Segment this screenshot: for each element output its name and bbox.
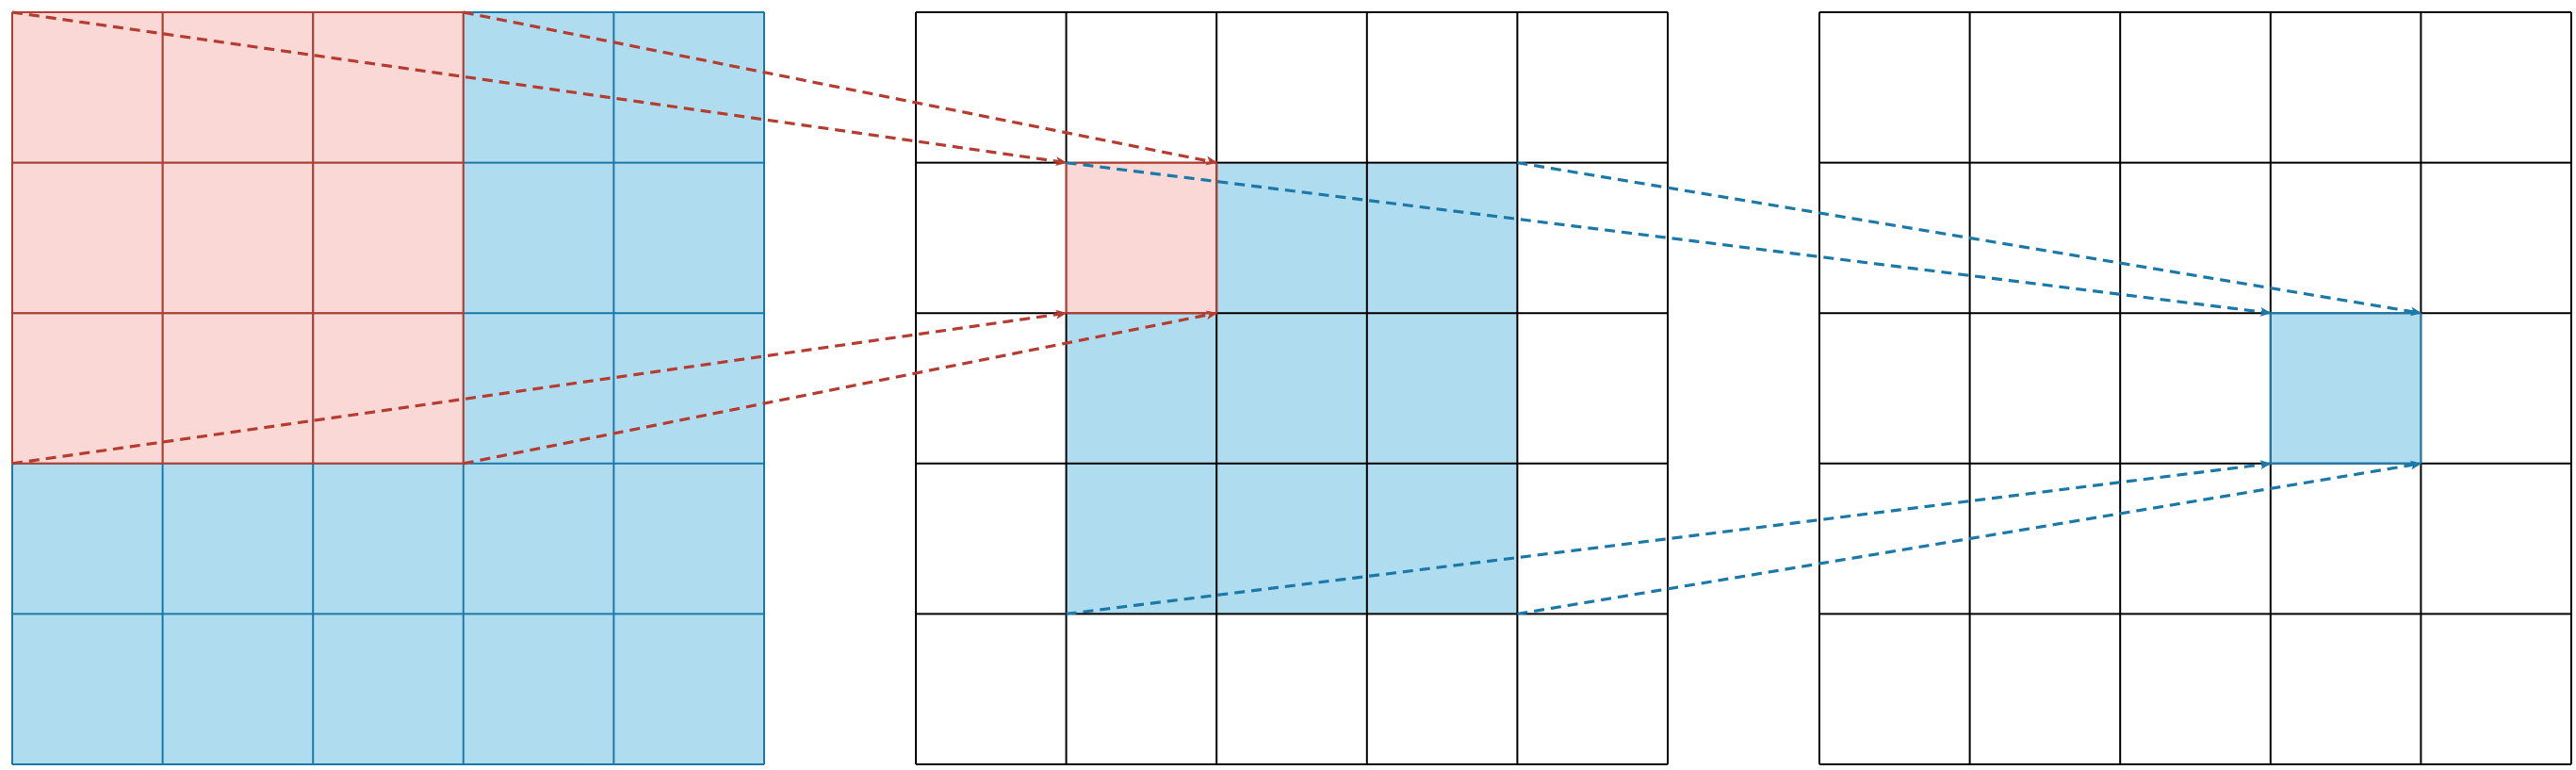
input-grid-cell-blue [463, 614, 614, 764]
output-grid-cell-blue [2270, 313, 2421, 464]
middle-grid-cell-blue [1366, 463, 1518, 614]
input-grid-cell-blue [12, 614, 163, 764]
input-grid-cell-blue [613, 463, 764, 614]
input-grid-cell-blue [162, 463, 314, 614]
middle-grid-cell-blue [1216, 463, 1367, 614]
middle-grid-cell-blue [1366, 313, 1518, 464]
input-grid-cell-blue [613, 313, 764, 464]
input-grid-cell-red [12, 12, 163, 163]
middle-grid-cell-blue [1216, 313, 1367, 464]
blue-dashed-arrow [1517, 161, 2422, 317]
middle-grid-cell-blue [1066, 463, 1217, 614]
input-grid-cell-blue [313, 463, 464, 614]
input-grid-cell-blue [12, 463, 163, 614]
input-grid-cell-blue [463, 162, 614, 314]
input-grid-cell-blue [613, 162, 764, 314]
input-grid-cell-blue [613, 12, 764, 163]
input-grid-cell-red [162, 313, 314, 464]
red-dashed-arrow [463, 310, 1218, 466]
middle-grid-cell-blue [1216, 162, 1367, 314]
input-grid-cell-red [162, 162, 314, 314]
red-dashed-arrow [463, 10, 1218, 166]
red-dashed-arrow [11, 309, 1068, 466]
arrow-layer [11, 10, 2422, 615]
middle-grid-cell-blue [1366, 162, 1518, 314]
input-grid-cell-red [12, 162, 163, 314]
input-grid-cell-red [162, 12, 314, 163]
input-grid-cell-red [313, 313, 464, 464]
input-grid-cell-blue [613, 614, 764, 764]
grid-line-layer [11, 11, 2572, 765]
red-dashed-arrow [11, 10, 1068, 166]
input-grid-cell-red [12, 313, 163, 464]
input-grid-cell-red [313, 162, 464, 314]
input-grid-cell-blue [463, 463, 614, 614]
blue-dashed-arrow [1517, 460, 2422, 615]
input-grid-cell-blue [162, 614, 314, 764]
middle-grid-cell-red [1066, 162, 1217, 314]
middle-grid-cell-blue [1066, 313, 1217, 464]
input-grid-cell-red [313, 12, 464, 163]
input-grid-cell-blue [313, 614, 464, 764]
